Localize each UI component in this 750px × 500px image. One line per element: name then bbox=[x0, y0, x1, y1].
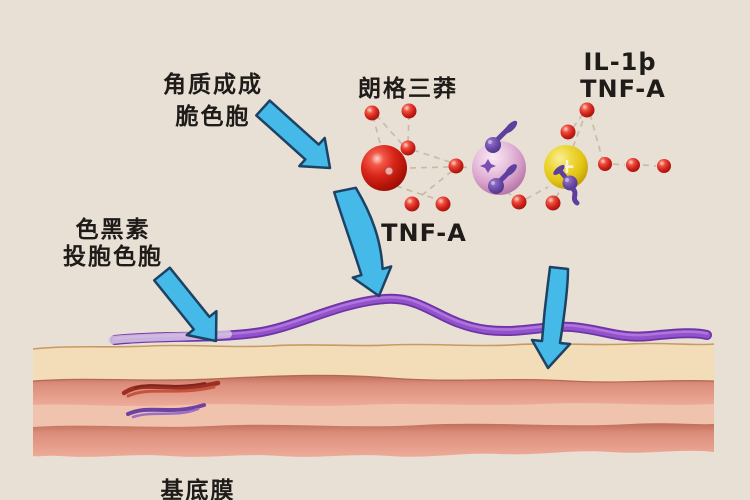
cytokine-dot bbox=[579, 102, 595, 118]
label-basement-membrane: 基底膜 bbox=[161, 477, 236, 500]
cytokine-dot bbox=[448, 158, 464, 174]
cytokine-dot bbox=[404, 196, 420, 212]
cytokine-dot bbox=[511, 194, 527, 210]
melanin-squiggle-purple bbox=[126, 403, 206, 419]
text-labels: 角质成成 脆色胞 朗格三莽 IL-1þ TNF-A TNF-A 色黑素 投胞色胞… bbox=[63, 48, 666, 500]
cytokine-dot bbox=[657, 159, 671, 173]
label-tnfa-top: TNF-A bbox=[580, 75, 666, 103]
receptor-pin bbox=[553, 164, 580, 206]
arrow-center-curved bbox=[332, 186, 393, 298]
cell-pink bbox=[472, 120, 526, 195]
label-keratinocyte-line2: 脆色胞 bbox=[175, 103, 251, 130]
label-melanocyte-line2: 投胞色胞 bbox=[63, 243, 163, 270]
skin-salmon-band-2 bbox=[33, 423, 714, 457]
skin-top-edge bbox=[32, 342, 715, 350]
arrows bbox=[152, 99, 572, 370]
label-melanocyte-line1: 色黑素 bbox=[76, 216, 151, 243]
cytokine-dot bbox=[626, 158, 640, 172]
cell-red bbox=[361, 145, 407, 191]
skin-salmon-band-1-edge bbox=[32, 374, 715, 383]
receptor-pin bbox=[485, 120, 518, 153]
label-tnfa-center: TNF-A bbox=[381, 219, 467, 247]
label-il1b: IL-1þ bbox=[583, 48, 656, 76]
cytokine-dot bbox=[560, 124, 576, 140]
arrow-keratinocyte bbox=[255, 99, 332, 170]
melanin-squiggle-red bbox=[121, 380, 221, 398]
cytokine-dot bbox=[400, 140, 416, 156]
cytokine-dot bbox=[435, 196, 451, 212]
cytokine-dot bbox=[364, 105, 380, 121]
cell-yellow: + bbox=[544, 145, 588, 206]
sparkle-icon bbox=[480, 159, 496, 173]
receptor-pin bbox=[488, 164, 517, 194]
arrow-melanocyte bbox=[152, 266, 218, 343]
cytokine-dot bbox=[545, 195, 561, 211]
cytokine-dot bbox=[598, 157, 612, 171]
label-keratinocyte-line1: 角质成成 bbox=[163, 71, 263, 98]
cytokine-dots bbox=[364, 102, 671, 212]
cell-red-nub bbox=[384, 166, 394, 176]
label-langerhans: 朗格三莽 bbox=[358, 75, 458, 102]
cytokine-dot bbox=[401, 103, 417, 119]
arrow-right bbox=[530, 265, 572, 370]
skin-layers bbox=[32, 342, 715, 457]
